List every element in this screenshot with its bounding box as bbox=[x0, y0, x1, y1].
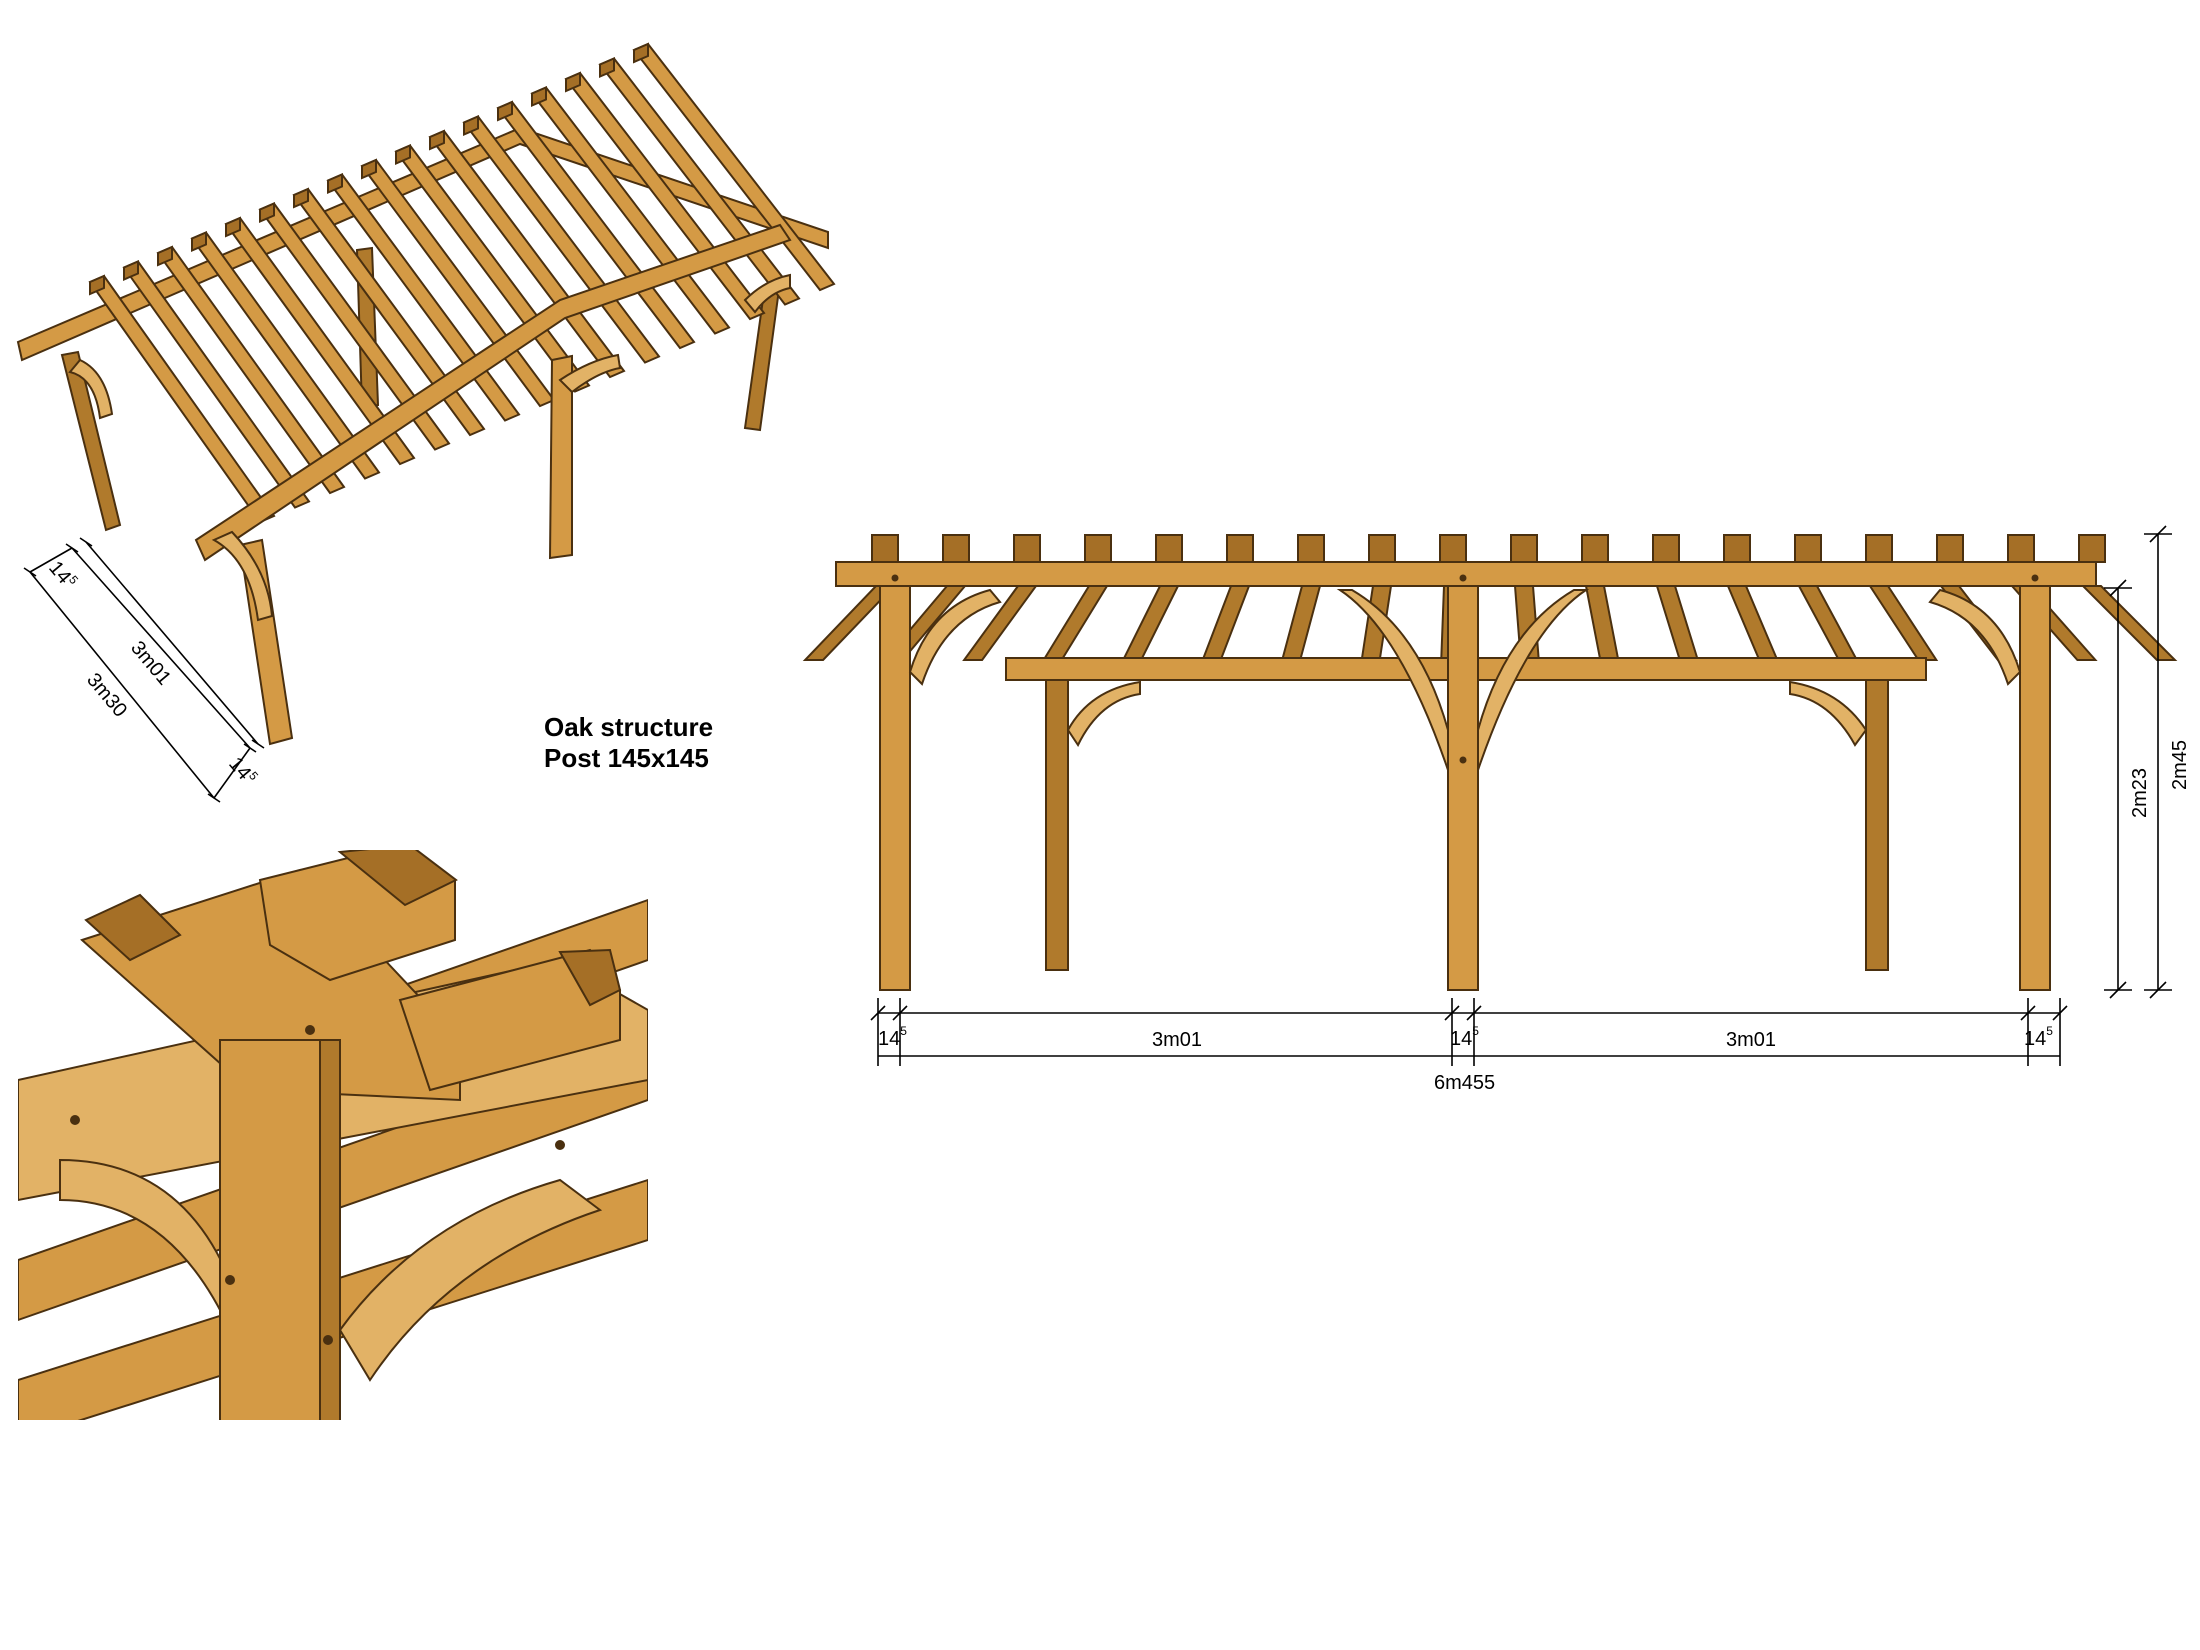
front-elevation-view: 145 3m01 145 3m01 145 6m455 2m23 2m45 bbox=[802, 525, 2191, 1094]
rafter-end bbox=[1226, 534, 1254, 563]
rafter-end bbox=[395, 143, 411, 166]
rafter-end bbox=[1652, 534, 1680, 563]
rafter-end bbox=[157, 245, 173, 267]
rafter-end bbox=[633, 42, 649, 64]
caption-post-size: Post 145x145 bbox=[544, 743, 709, 773]
rafter-end bbox=[89, 274, 105, 296]
rafter-end bbox=[2078, 534, 2106, 563]
front-span-left-dim: 3m01 bbox=[1152, 1029, 1202, 1051]
rafter-end bbox=[871, 534, 899, 563]
rafter-end bbox=[123, 259, 139, 282]
rafter-end bbox=[2007, 534, 2035, 563]
iso-post-bottom-dim: 145 bbox=[224, 752, 261, 790]
rafter-end bbox=[259, 201, 275, 224]
front-total-dim: 6m455 bbox=[1434, 1072, 1495, 1094]
rafter bbox=[1726, 585, 1779, 661]
front-height-outer-dim: 2m45 bbox=[2169, 740, 2191, 790]
dimension-slash bbox=[1466, 1005, 1482, 1021]
rafter-end bbox=[1510, 534, 1538, 563]
caption-title: Oak structure bbox=[544, 712, 714, 742]
front-rafters bbox=[802, 534, 2178, 661]
rafter bbox=[1280, 585, 1322, 661]
dimension-ticks bbox=[870, 998, 2068, 1066]
rafter-end bbox=[1439, 534, 1467, 563]
rafter-end bbox=[942, 534, 970, 563]
front-post-mid-dim: 145 bbox=[1450, 1024, 1479, 1050]
rafter-end bbox=[327, 172, 343, 195]
rafter-end bbox=[1297, 534, 1325, 563]
rafter-end bbox=[1013, 534, 1041, 563]
dimension-slash bbox=[870, 1005, 886, 1021]
dimension-slash bbox=[2052, 1005, 2068, 1021]
rafter-end bbox=[463, 114, 479, 137]
rafter-end bbox=[1084, 534, 1112, 563]
rafter-end bbox=[1581, 534, 1609, 563]
rafter-end bbox=[429, 129, 445, 151]
caption: Oak structure Post 145x145 bbox=[544, 712, 713, 774]
rafter-end bbox=[361, 158, 377, 180]
rafter-end bbox=[293, 187, 309, 209]
dimension-slash bbox=[892, 1005, 908, 1021]
rafter bbox=[2080, 585, 2178, 661]
rafter bbox=[1201, 585, 1251, 661]
dimension-slash bbox=[1444, 1005, 1460, 1021]
rafter-end bbox=[565, 71, 581, 93]
rafter-end bbox=[531, 85, 547, 108]
front-post-left-dim: 145 bbox=[878, 1024, 907, 1050]
rafter-end bbox=[497, 100, 513, 122]
rafter-end bbox=[599, 56, 615, 79]
rafter-end bbox=[191, 230, 207, 253]
rafter bbox=[1121, 585, 1180, 661]
rafter-end bbox=[1794, 534, 1822, 563]
rafter-end bbox=[1155, 534, 1183, 563]
iso-outer-width-dim: 3m30 bbox=[82, 669, 131, 721]
rafter bbox=[1584, 585, 1620, 661]
front-post-right-dim: 145 bbox=[2024, 1024, 2053, 1050]
dimension-slash bbox=[2020, 1005, 2036, 1021]
front-span-right-dim: 3m01 bbox=[1726, 1029, 1776, 1051]
rafter bbox=[1868, 585, 1939, 661]
rafter-end bbox=[1865, 534, 1893, 563]
rafter-end bbox=[225, 216, 241, 238]
rafter bbox=[1797, 585, 1859, 661]
isometric-view: 145 3m01 3m30 145 bbox=[16, 42, 836, 803]
rafter-end bbox=[1368, 534, 1396, 563]
joint-detail-view bbox=[18, 850, 648, 1420]
rafter-end bbox=[1723, 534, 1751, 563]
rafter bbox=[1655, 585, 1700, 661]
rafter bbox=[1041, 585, 1109, 661]
iso-inner-width-dim: 3m01 bbox=[126, 637, 175, 689]
rafter-end bbox=[1936, 534, 1964, 563]
front-height-inner-dim: 2m23 bbox=[2129, 768, 2151, 818]
